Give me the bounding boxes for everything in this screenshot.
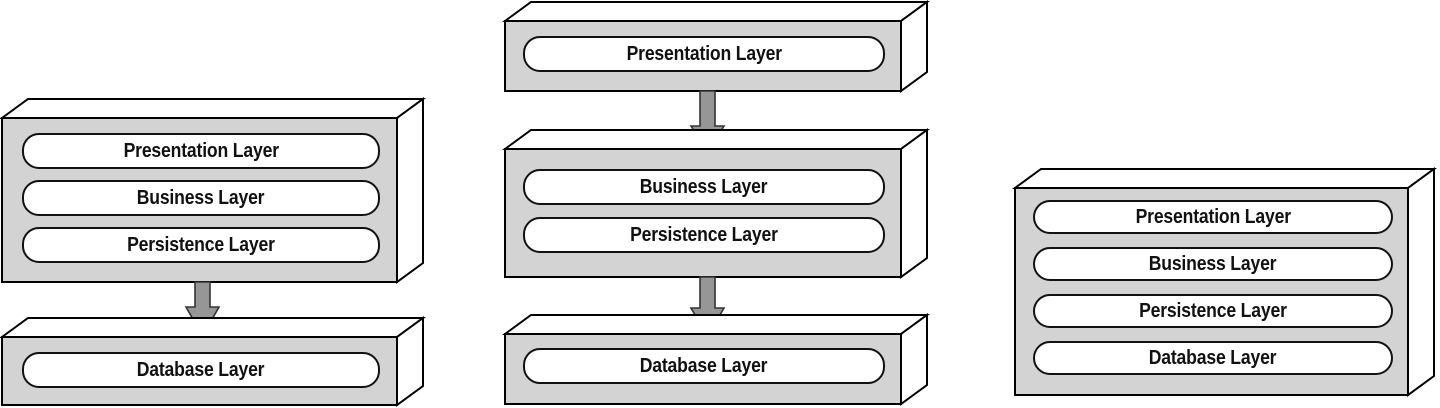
layer-label: Database Layer (640, 354, 768, 377)
tier-box-lower-left: Database Layer (0, 316, 427, 407)
box-top-face (1011, 168, 1438, 189)
layer-label: Persistence Layer (630, 223, 778, 246)
layer-pill: Persistence Layer (1033, 294, 1393, 328)
layer-label: Persistence Layer (1139, 299, 1287, 322)
layer-label: Presentation Layer (123, 139, 279, 162)
layer-pill: Persistence Layer (523, 217, 885, 253)
box-top-face (501, 129, 931, 150)
tier-box-right: Presentation Layer Business Layer Persis… (1011, 167, 1438, 397)
box-top-face (0, 317, 427, 338)
box-top-face (501, 0, 931, 22)
layer-pill: Business Layer (1033, 247, 1393, 281)
layer-pill: Presentation Layer (22, 133, 380, 169)
layer-pill: Database Layer (1033, 341, 1393, 375)
box-top-face (0, 98, 427, 119)
layer-label: Business Layer (137, 186, 265, 209)
layer-label: Persistence Layer (127, 233, 275, 256)
tier-box-bottom-middle: Database Layer (501, 313, 931, 406)
layer-pill: Presentation Layer (523, 36, 885, 72)
tier-box-top-middle: Presentation Layer (501, 0, 931, 93)
layer-label: Presentation Layer (1135, 205, 1291, 228)
tier-box-upper-left: Presentation Layer Business Layer Persis… (0, 97, 427, 284)
box-top-face (501, 314, 931, 335)
layer-label: Business Layer (1149, 252, 1277, 275)
layer-label: Business Layer (640, 175, 768, 198)
tier-box-middle-middle: Business Layer Persistence Layer (501, 128, 931, 279)
box-right-face (396, 97, 424, 284)
box-right-face (1407, 167, 1435, 397)
layer-pill: Database Layer (523, 348, 885, 384)
layer-pill: Presentation Layer (1033, 200, 1393, 234)
layer-pill: Database Layer (22, 352, 380, 388)
layer-pill: Persistence Layer (22, 227, 380, 263)
layer-label: Database Layer (1149, 346, 1277, 369)
layer-pill: Business Layer (523, 169, 885, 205)
layer-label: Presentation Layer (626, 42, 782, 65)
box-right-face (900, 128, 928, 279)
layer-label: Database Layer (137, 358, 265, 381)
layer-pill: Business Layer (22, 180, 380, 216)
